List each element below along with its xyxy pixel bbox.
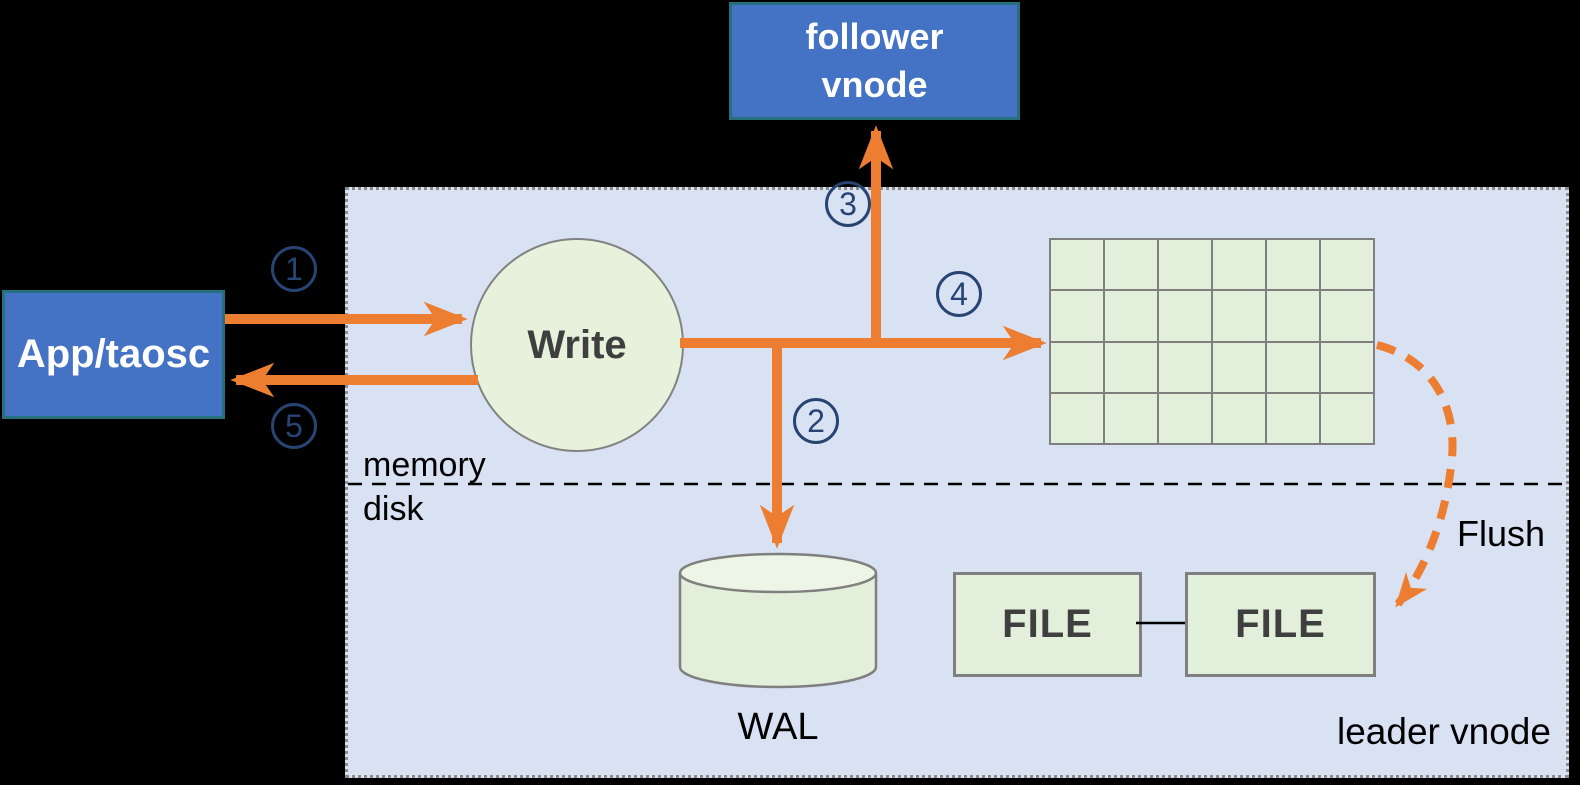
mem-table-cell <box>1051 342 1103 392</box>
node-follower-vnode-label: follower vnode <box>805 16 944 105</box>
step-badge-3-label: 3 <box>839 185 857 222</box>
mem-table-cell <box>1051 240 1103 290</box>
mem-table-cell <box>1267 393 1319 443</box>
leader-vnode-label: leader vnode <box>1337 711 1551 752</box>
wal-label: WAL <box>737 706 819 748</box>
mem-table-cell <box>1159 240 1211 290</box>
step-badge-5-label: 5 <box>285 407 303 444</box>
mem-table-cell <box>1321 342 1373 392</box>
mem-table-cell <box>1267 291 1319 341</box>
mem-table-cell <box>1159 291 1211 341</box>
mem-table-cell <box>1267 240 1319 290</box>
mem-table-cell <box>1051 393 1103 443</box>
mem-table-cell <box>1213 393 1265 443</box>
step-badge-1-label: 1 <box>285 250 303 287</box>
node-follower-vnode: follower vnode <box>729 2 1020 120</box>
mem-table-cell <box>1321 240 1373 290</box>
mem-table-cell <box>1105 342 1157 392</box>
mem-table-cell <box>1321 393 1373 443</box>
node-app-taosc-label: App/taosc <box>16 332 211 376</box>
node-file-left-label: FILE <box>1002 602 1093 646</box>
step-badge-4: 4 <box>936 271 982 317</box>
node-file-left: FILE <box>953 572 1142 677</box>
memory-label: memory <box>363 446 486 484</box>
node-write-label: Write <box>527 322 627 367</box>
wal-cylinder-top <box>678 552 878 594</box>
mem-table-cell <box>1105 291 1157 341</box>
mem-table-cell <box>1321 291 1373 341</box>
wal-cylinder <box>678 552 878 689</box>
mem-table-cell <box>1213 291 1265 341</box>
step-badge-2-label: 2 <box>807 402 825 439</box>
node-file-right: FILE <box>1185 572 1376 677</box>
mem-table-cell <box>1159 342 1211 392</box>
mem-table-cell <box>1159 393 1211 443</box>
step-badge-5: 5 <box>271 403 317 449</box>
wal-cylinder-body <box>678 573 878 689</box>
mem-table-cell <box>1105 240 1157 290</box>
flush-label: Flush <box>1457 513 1546 554</box>
mem-table-cell <box>1105 393 1157 443</box>
step-badge-4-label: 4 <box>950 275 968 312</box>
mem-table-cell <box>1213 240 1265 290</box>
step-badge-1: 1 <box>271 246 317 292</box>
step-badge-3: 3 <box>825 181 871 227</box>
mem-table-cell <box>1267 342 1319 392</box>
node-write-circle: Write <box>470 238 684 452</box>
mem-table-cell <box>1051 291 1103 341</box>
node-app-taosc: App/taosc <box>2 290 225 419</box>
mem-table-grid <box>1049 238 1375 445</box>
node-file-right-label: FILE <box>1235 602 1326 646</box>
disk-label: disk <box>363 490 424 528</box>
mem-table-cell <box>1213 342 1265 392</box>
step-badge-2: 2 <box>793 398 839 444</box>
